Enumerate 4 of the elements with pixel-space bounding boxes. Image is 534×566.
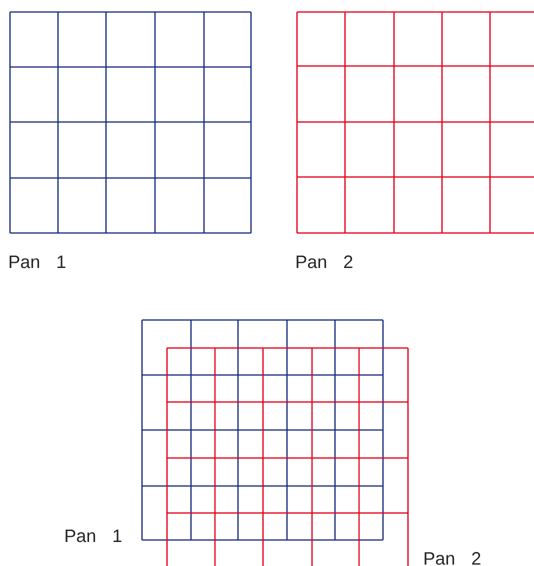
panel-label: Pan 1 bbox=[10, 256, 66, 268]
panel-label: Pan 2 bbox=[296, 255, 352, 268]
panel-label: Pan 2 bbox=[424, 552, 480, 565]
panel-label: Pan 1 bbox=[66, 530, 122, 542]
